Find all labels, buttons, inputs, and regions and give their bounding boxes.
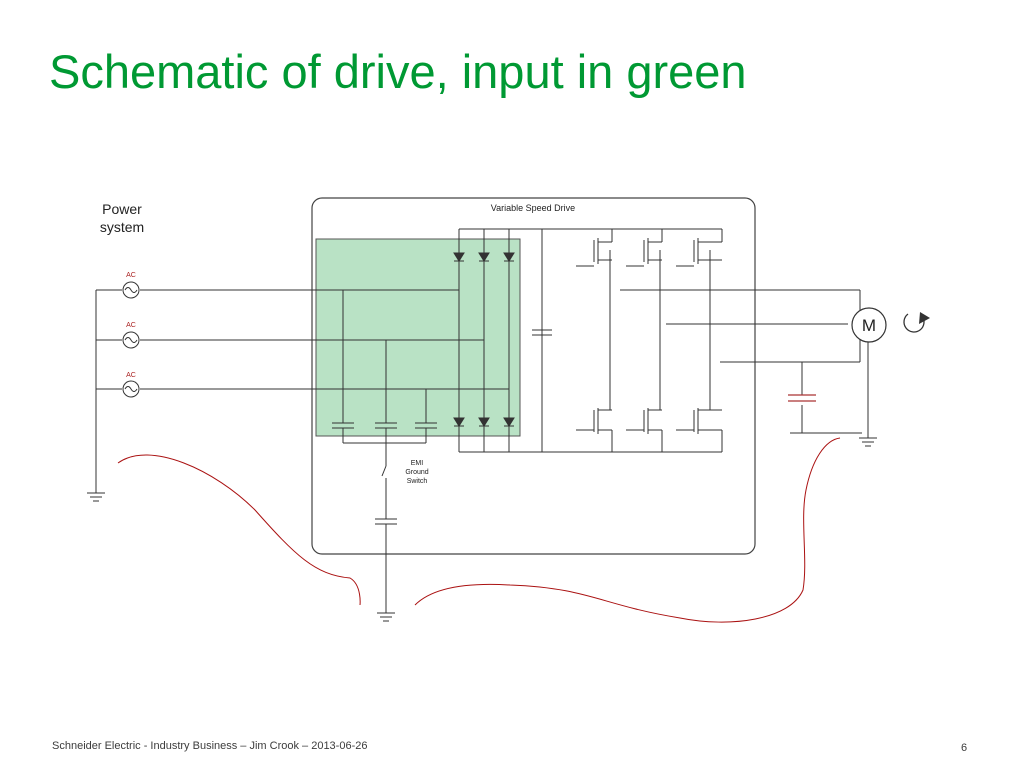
page-number: 6 [961, 742, 968, 754]
motor-icon [851, 307, 887, 343]
leakage-current-return [414, 437, 841, 623]
rotation-arrow-icon [903, 313, 925, 333]
emi-ground-switch-label-3: Switch [407, 478, 428, 485]
leakage-current-path [117, 454, 361, 606]
input-section [315, 238, 521, 437]
drive-enclosure [311, 197, 756, 555]
ac-label: AC [126, 372, 136, 379]
ac-label: AC [126, 272, 136, 279]
power-system-label-2: system [100, 219, 144, 235]
drive-label: Variable Speed Drive [491, 203, 575, 213]
power-system-label: Power [102, 201, 142, 217]
motor-label: M [862, 316, 876, 335]
footer-text: Schneider Electric - Industry Business –… [52, 740, 368, 752]
ac-label: AC [126, 322, 136, 329]
emi-ground-switch-label: EMI [411, 460, 424, 467]
slide-title: Schematic of drive, input in green [49, 45, 747, 98]
emi-ground-switch-label-2: Ground [405, 469, 428, 476]
